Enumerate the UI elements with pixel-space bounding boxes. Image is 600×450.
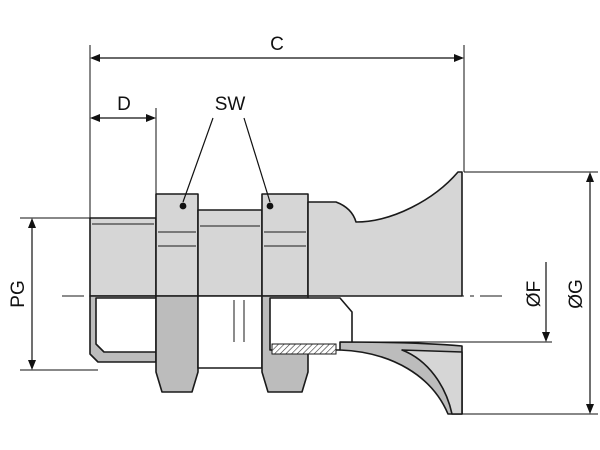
- dimension-d: D: [90, 94, 157, 194]
- dimension-c: C: [89, 34, 465, 218]
- trumpet-lip: [401, 349, 463, 415]
- gland-body: [89, 171, 463, 415]
- dimension-pg-label: PG: [8, 280, 29, 307]
- dimension-d-label: D: [117, 94, 131, 115]
- dimension-sw: SW: [179, 94, 274, 210]
- strain-relief-upper: [307, 171, 463, 297]
- spacer-lower: [197, 295, 263, 369]
- hex-nut-2-upper: [261, 193, 309, 297]
- dimension-c-label: C: [270, 34, 284, 55]
- thread-bore: [95, 297, 157, 353]
- spacer-upper: [197, 209, 263, 297]
- dimension-sw-label: SW: [215, 94, 246, 115]
- hex-nut-1-lower: [155, 295, 199, 393]
- hex-nut-1-upper: [155, 193, 199, 297]
- dimension-g: ØG: [462, 171, 598, 415]
- dimension-f: ØF: [340, 262, 552, 343]
- thread-spigot-upper: [89, 217, 157, 297]
- dimension-f-label: ØF: [524, 281, 545, 307]
- dimension-pg: PG: [8, 217, 98, 371]
- dimension-g-label: ØG: [566, 279, 587, 309]
- seal-mesh: [271, 343, 337, 355]
